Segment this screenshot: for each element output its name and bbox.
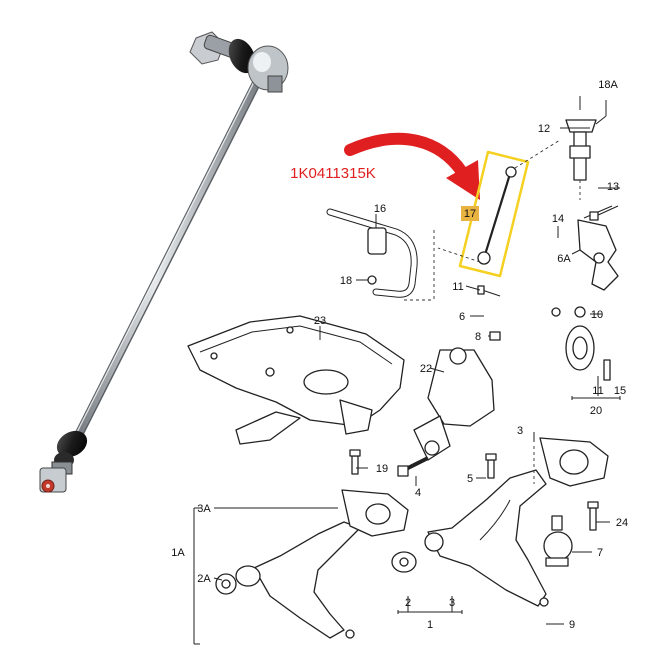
callout-labels: 18A 12 13 14 16 6A 18 11 6 10 8 23 22 11…	[171, 79, 628, 631]
label-13: 13	[607, 181, 619, 193]
label-3a: 3A	[197, 503, 211, 515]
label-11-bottom: 11	[592, 385, 603, 397]
label-12: 12	[538, 123, 550, 135]
callout-17-badge	[461, 206, 479, 221]
label-1: 1	[427, 619, 433, 631]
callout-17: 17	[464, 208, 476, 220]
label-5: 5	[467, 473, 473, 485]
label-6a: 6A	[557, 253, 571, 265]
label-18a: 18A	[598, 79, 618, 91]
label-10: 10	[591, 309, 603, 321]
label-3-right: 3	[517, 425, 523, 437]
fasteners	[349, 205, 619, 531]
subframe	[187, 315, 405, 445]
label-3-bottom: 3	[449, 597, 455, 609]
label-6: 6	[459, 311, 465, 323]
label-1a: 1A	[171, 547, 185, 559]
label-19: 19	[376, 463, 388, 475]
label-2a: 2A	[197, 573, 211, 585]
label-8: 8	[475, 331, 481, 343]
highlighted-link-17: 17	[437, 139, 561, 278]
label-16: 16	[374, 203, 386, 215]
bushing-housing-left	[341, 489, 409, 537]
bushing-housing-right	[533, 437, 609, 487]
label-4: 4	[415, 487, 421, 499]
label-15: 15	[614, 385, 626, 397]
part-number: 1K0411315K	[290, 165, 376, 182]
lower-control-arm-left	[215, 521, 361, 639]
strut-assembly	[565, 96, 607, 200]
label-20: 20	[590, 405, 602, 417]
label-18: 18	[340, 275, 352, 287]
top-ball-joint	[189, 31, 289, 93]
label-23: 23	[314, 315, 326, 327]
label-9: 9	[569, 619, 575, 631]
anti-roll-bar	[326, 208, 435, 301]
label-11-top: 11	[452, 281, 463, 293]
label-7: 7	[597, 547, 603, 559]
bottom-ball-joint	[39, 430, 88, 493]
ball-joint	[543, 515, 573, 567]
label-2: 2	[405, 597, 411, 609]
bracket-22	[413, 347, 495, 461]
steering-knuckle	[577, 205, 619, 291]
wheel-hub	[565, 325, 595, 371]
red-pointer-arrow	[344, 132, 480, 200]
label-24: 24	[616, 517, 628, 529]
label-22: 22	[420, 363, 432, 375]
label-14: 14	[552, 213, 564, 225]
lower-control-arm-right	[391, 469, 549, 607]
stabilizer-link-photo	[39, 31, 289, 493]
leader-lines	[193, 127, 621, 645]
